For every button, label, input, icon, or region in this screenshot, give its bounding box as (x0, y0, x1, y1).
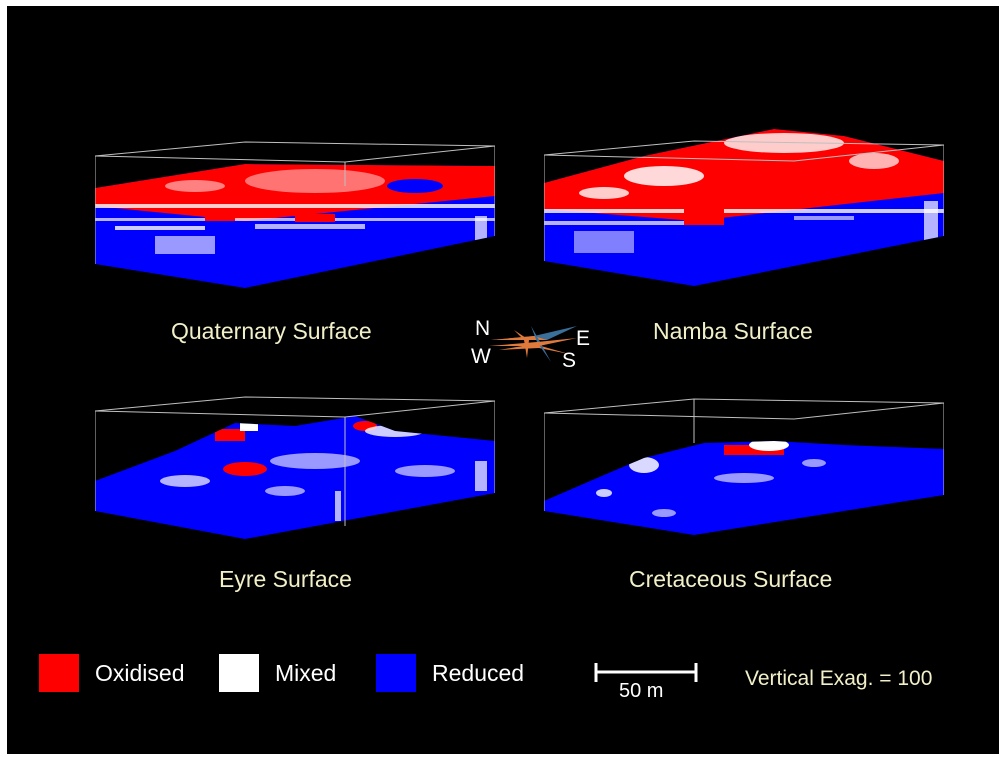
compass-n: N (475, 317, 491, 340)
eyre-block (95, 396, 495, 539)
cretaceous-caption: Cretaceous Surface (629, 566, 833, 592)
compass-rose-icon (489, 326, 577, 362)
compass-s: S (562, 349, 577, 372)
quaternary-caption: Quaternary Surface (171, 318, 372, 344)
scale-bar (594, 663, 698, 682)
legend-swatch-reduced (376, 654, 416, 692)
quaternary-block (95, 141, 495, 288)
cretaceous-block (544, 398, 944, 535)
legend-label-reduced: Reduced (432, 660, 525, 686)
namba-caption: Namba Surface (653, 318, 813, 344)
legend-swatch-mixed (219, 654, 259, 692)
compass-e: E (576, 327, 591, 350)
legend-label-mixed: Mixed (275, 660, 337, 686)
figure-frame: Quaternary Surface Namba Surface Eyre Su… (7, 6, 999, 754)
north-arrow: N W E S (469, 318, 599, 374)
vertical-exaggeration: Vertical Exag. = 100 (745, 667, 933, 690)
scale-bar-label: 50 m (619, 680, 664, 702)
legend-swatch-oxidised (39, 654, 79, 692)
eyre-caption: Eyre Surface (219, 566, 352, 592)
compass-w: W (471, 345, 491, 368)
namba-block (544, 129, 944, 286)
legend-label-oxidised: Oxidised (95, 660, 185, 686)
